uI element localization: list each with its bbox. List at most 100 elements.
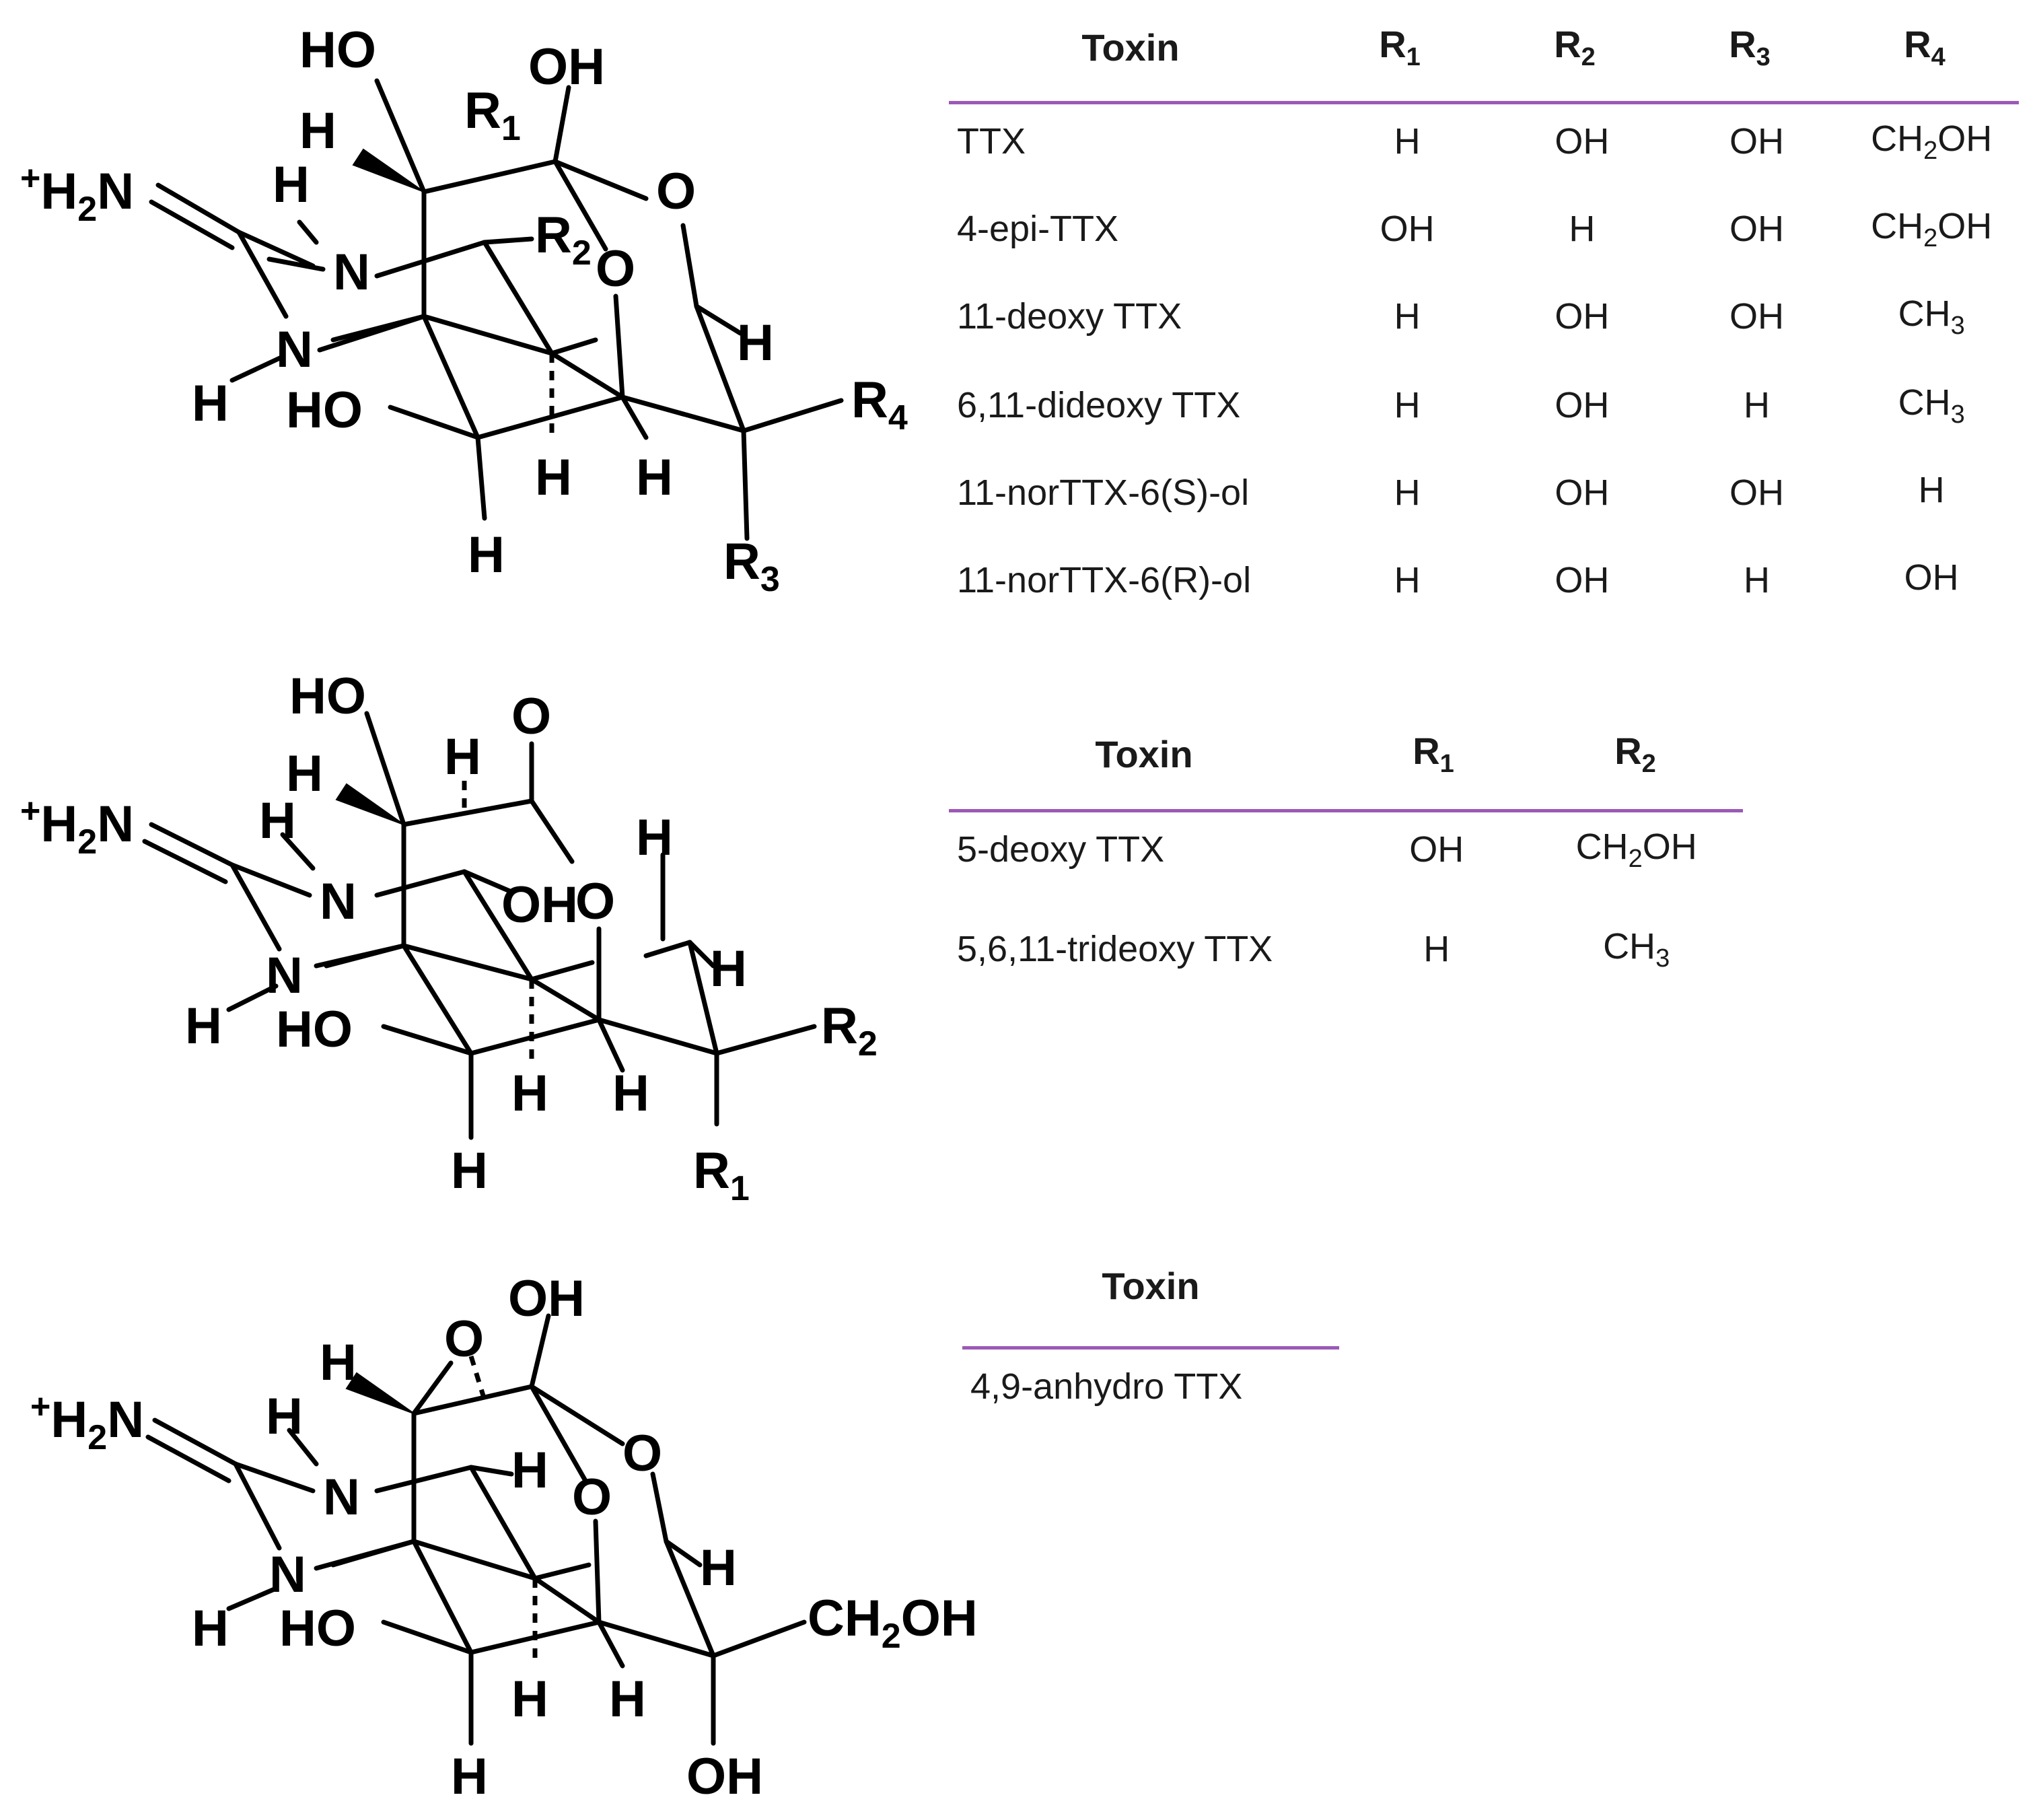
table-1-cell-toxin: 11-norTTX-6(S)-ol [957, 473, 1250, 513]
table-2-header: Toxin R1 R2 [949, 713, 1743, 794]
table-row: 11-deoxy TTX H OH OH CH3 [949, 283, 2019, 350]
table-row: 4,9-anhydro TTX [962, 1353, 1339, 1420]
table-1-divider [949, 101, 2019, 104]
table-1: Toxin R1 R2 R3 R4 TTX H OH OH CH2OH 4-ep… [949, 7, 2019, 612]
s1-label-h2n: +H2N [20, 159, 134, 229]
table-1-header-r1: R1 [1379, 23, 1421, 71]
s2-label-h-c1: H [511, 1065, 548, 1122]
table-row: 11-norTTX-6(R)-ol H OH H OH [949, 547, 2019, 614]
s1-label-r1: R1 [464, 82, 521, 148]
s3-label-n2: N [269, 1546, 306, 1603]
s1-label-n2: N [276, 321, 313, 378]
table-row: 6,11-dideoxy TTX H OH H CH3 [949, 372, 2019, 439]
table-1-cell-r4: CH3 [1898, 293, 1965, 340]
table-2-cell-r1: H [1423, 929, 1450, 969]
s1-label-n1: N [333, 244, 370, 301]
table-2: Toxin R1 R2 5-deoxy TTX OH CH2OH 5,6,11-… [949, 713, 1743, 1023]
s1-label-h-c2: H [636, 449, 673, 506]
table-1-cell-toxin: TTX [957, 121, 1026, 162]
table-1-header-toxin: Toxin [1081, 26, 1180, 69]
structure-2-labels: HO O H H +H2N H H N OH O H N H HO R2 H H… [20, 668, 878, 1208]
table-1-cell-r4: OH [1904, 557, 1959, 598]
structure-1: HO OH H R1 +H2N H O N R2 O N H H HO R4 H… [20, 22, 908, 599]
s2-label-o-mid: O [575, 873, 615, 930]
table-1-cell-r4: CH2OH [1871, 118, 1993, 165]
table-2-header-toxin: Toxin [1095, 732, 1193, 775]
s3-label-h-bot-left: H [192, 1600, 229, 1657]
table-1-cell-r4: CH3 [1898, 382, 1965, 429]
table-row: 11-norTTX-6(S)-ol H OH OH H [949, 459, 2019, 526]
table-3-header: Toxin [962, 1245, 1339, 1326]
table-1-cell-r1: H [1394, 473, 1421, 513]
table-1-cell-toxin: 4-epi-TTX [957, 209, 1119, 249]
s3-label-o-mid: O [572, 1469, 612, 1526]
s1-label-o-mid: O [596, 240, 635, 298]
s1-label-ho-bot: HO [286, 382, 363, 439]
table-1-cell-r3: H [1743, 385, 1770, 425]
table-3-header-toxin: Toxin [1102, 1264, 1200, 1307]
table-row: 5,6,11-trideoxy TTX H CH3 [949, 915, 1743, 983]
table-1-header-r3: R3 [1729, 23, 1771, 71]
table-3-cell-toxin: 4,9-anhydro TTX [970, 1366, 1243, 1407]
structure-3: OH H O +H2N H H O N O H N H HO CH2OH H H… [30, 1270, 978, 1805]
table-1-cell-r1: H [1394, 560, 1421, 600]
table-1-cell-r1: H [1394, 385, 1421, 425]
s1-label-r4: R4 [851, 372, 908, 438]
table-row: 5-deoxy TTX OH CH2OH [949, 816, 1743, 883]
structure-1-bonds [149, 78, 844, 541]
s1-label-h-left: H [299, 102, 336, 160]
table-1-cell-r3: OH [1729, 209, 1784, 249]
table-1-header-r4: R4 [1904, 23, 1945, 71]
table-1-cell-r3: OH [1729, 473, 1784, 513]
s2-label-h-bottom: H [451, 1142, 488, 1199]
structure-2-bonds [142, 711, 817, 1140]
structure-2: HO O H H +H2N H H N OH O H N H HO R2 H H… [20, 668, 878, 1208]
table-2-cell-r2: CH3 [1603, 925, 1670, 973]
structure-3-bonds [145, 1313, 807, 1746]
s3-label-o-epox: O [444, 1310, 484, 1368]
s3-label-n1: N [323, 1469, 360, 1526]
table-1-cell-r3: H [1743, 560, 1770, 600]
s3-label-o-ring: O [622, 1425, 662, 1482]
s1-label-o-ring: O [656, 163, 696, 220]
s2-label-oh-mid: OH [501, 876, 578, 934]
table-2-cell-r1: OH [1409, 829, 1464, 870]
table-row: 4-epi-TTX OH H OH CH2OH [949, 195, 2019, 262]
table-1-cell-r1: OH [1380, 209, 1435, 249]
s1-label-h-right: H [737, 314, 774, 372]
s2-label-n1: N [320, 873, 357, 930]
table-1-cell-r2: OH [1555, 296, 1610, 337]
s3-label-oh-bottom: OH [686, 1748, 763, 1805]
s3-label-h-left: H [320, 1334, 357, 1391]
structure-3-labels: OH H O +H2N H H O N O H N H HO CH2OH H H… [30, 1270, 978, 1805]
s1-label-r2: R2 [535, 207, 592, 273]
s2-label-o-top: O [511, 688, 551, 745]
table-1-cell-r1: H [1394, 121, 1421, 162]
s2-label-r1: R1 [693, 1142, 750, 1208]
table-2-divider [949, 809, 1743, 812]
table-1-cell-toxin: 6,11-dideoxy TTX [957, 385, 1241, 425]
s2-label-n2: N [266, 947, 303, 1004]
s2-label-h-right: H [710, 940, 747, 998]
table-1-cell-r2: OH [1555, 121, 1610, 162]
table-1-cell-toxin: 11-deoxy TTX [957, 296, 1182, 337]
table-1-header-r2: R2 [1554, 23, 1596, 71]
table-1-cell-r2: OH [1555, 473, 1610, 513]
s2-label-h2n: +H2N [20, 792, 134, 862]
s3-label-h-right: H [700, 1539, 737, 1597]
s1-label-r3: R3 [723, 533, 780, 599]
table-3-divider [962, 1346, 1339, 1350]
table-1-header: Toxin R1 R2 R3 R4 [949, 7, 2019, 88]
table-2-header-r2: R2 [1614, 730, 1656, 778]
s2-label-r2: R2 [821, 998, 878, 1063]
table-1-cell-r4: CH2OH [1871, 205, 1993, 252]
s1-label-h-c1: H [535, 449, 572, 506]
s2-label-h-b: H [444, 728, 481, 785]
table-1-cell-r2: H [1569, 209, 1596, 249]
table-row: TTX H OH OH CH2OH [949, 108, 2019, 175]
s1-label-h-n: H [273, 156, 310, 213]
table-1-cell-r2: OH [1555, 560, 1610, 600]
table-2-cell-toxin: 5,6,11-trideoxy TTX [957, 929, 1273, 969]
s1-label-ho-top: HO [299, 22, 376, 79]
